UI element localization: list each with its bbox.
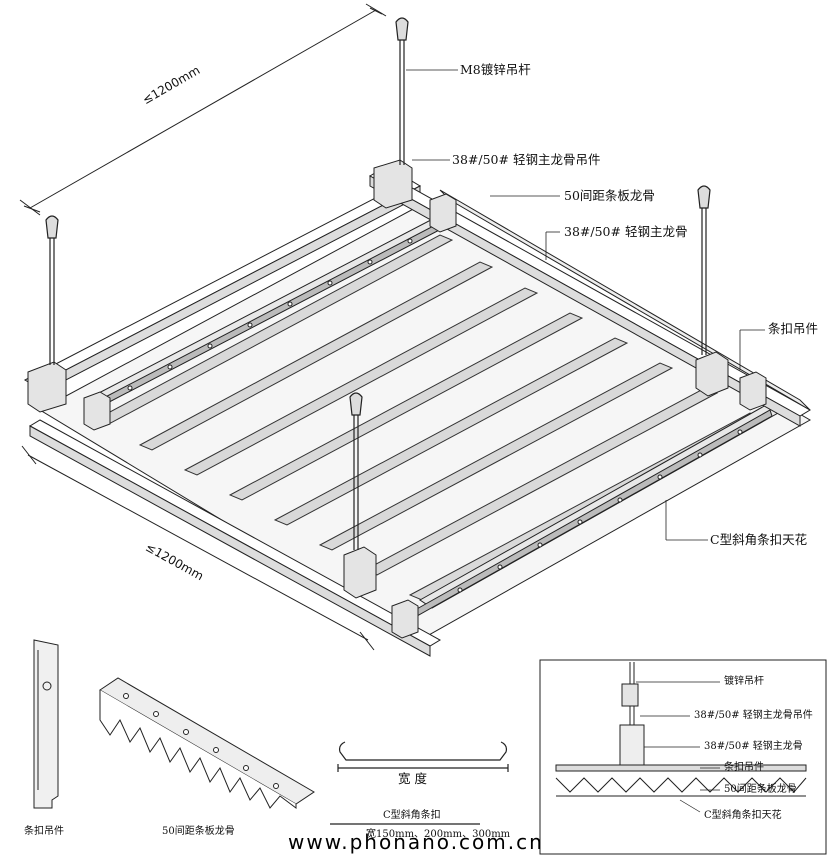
c-profile-part [330,741,509,825]
profile-sizes: 宽150mm、200mm、300mm [366,829,511,840]
leader-lines [406,69,765,541]
label-strip-keel: 50间距条板龙骨 [564,188,655,203]
section-label-strip-keel: 50间距条板龙骨 [724,784,797,795]
part-label-strip-keel: 50间距条板龙骨 [162,826,235,837]
section-label-ceiling: C型斜角条扣天花 [704,810,782,821]
ceiling-strips [93,234,764,601]
profile-name: C型斜角条扣 [383,810,441,821]
hanger-blocks [27,159,767,639]
label-main-hanger: 38#/50# 轻钢主龙骨吊件 [452,152,601,167]
hanger-rods [45,17,711,550]
section-label-main-hanger: 38#/50# 轻钢主龙骨吊件 [694,710,813,721]
clip-hanger-part [33,639,59,809]
top-dimension-line [19,3,387,216]
section-label-main-keel: 38#/50# 轻钢主龙骨 [704,741,803,752]
watermark: www.phonano.com.cn [288,830,544,854]
section-label-rod: 镀锌吊杆 [724,676,764,687]
strip-keel-part [99,677,315,809]
label-m8-rod: M8镀锌吊杆 [460,62,531,77]
section-view [539,659,827,855]
label-clip-hanger: 条扣吊件 [768,321,819,336]
bottom-dimension-line [21,445,375,651]
profile-width-label: 宽 度 [398,771,427,786]
section-label-clip-hanger: 条扣吊件 [724,762,764,773]
part-label-clip-hanger: 条扣吊件 [24,826,64,837]
ceiling-plane [38,199,812,641]
label-main-keel: 38#/50# 轻钢主龙骨 [564,224,688,239]
label-ceiling: C型斜角条扣天花 [710,532,808,547]
